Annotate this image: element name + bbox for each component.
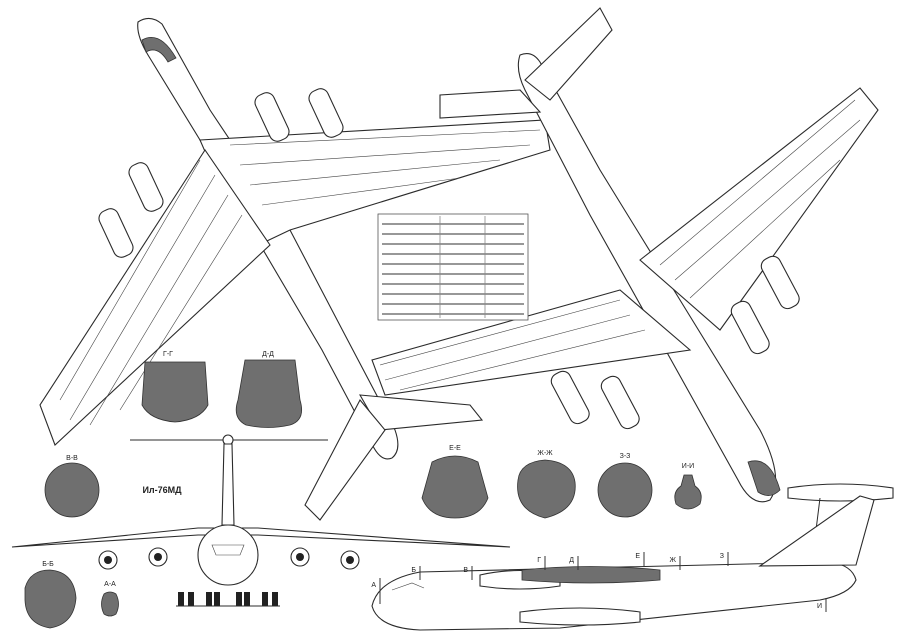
svg-text:В-В: В-В xyxy=(66,455,78,462)
marker-g: Г xyxy=(537,557,541,564)
svg-text:А-А: А-А xyxy=(104,581,116,588)
marker-a: А xyxy=(371,582,376,589)
svg-text:Д-Д: Д-Д xyxy=(262,351,274,358)
section-d-d: Д-Д xyxy=(235,351,303,428)
bottom-view-aircraft xyxy=(371,7,879,503)
svg-text:Е-Е: Е-Е xyxy=(449,445,461,452)
top-view-aircraft xyxy=(39,17,551,521)
section-e-e: Е-Е xyxy=(421,445,489,519)
marker-e: Е xyxy=(635,553,640,560)
section-v-v: В-В xyxy=(44,455,100,518)
svg-text:Ж-Ж: Ж-Ж xyxy=(537,450,553,457)
marker-i: И xyxy=(817,603,822,610)
marker-d: Д xyxy=(569,557,574,564)
svg-text:З-З: З-З xyxy=(620,453,631,460)
svg-text:И-И: И-И xyxy=(682,463,694,470)
svg-text:Б-Б: Б-Б xyxy=(42,561,54,568)
marker-b: Б xyxy=(411,567,416,574)
side-view-markers: А Б В Г Д Е Ж З И xyxy=(371,553,822,610)
section-b-b: Б-Б xyxy=(24,561,77,629)
specification-table xyxy=(377,213,529,321)
side-view-aircraft xyxy=(371,483,894,631)
svg-text:Г-Г: Г-Г xyxy=(163,351,173,358)
marker-z: З xyxy=(720,553,724,560)
aircraft-designation: Ил-76МД xyxy=(142,485,182,495)
section-g-g: Г-Г xyxy=(141,351,209,423)
section-a-a: А-А xyxy=(101,581,119,617)
section-zh-zh: Ж-Ж xyxy=(517,450,576,519)
marker-v: В xyxy=(463,567,468,574)
front-view-aircraft xyxy=(11,434,511,607)
section-z-z: З-З xyxy=(597,453,653,518)
section-i-i: И-И xyxy=(674,463,702,510)
marker-zh: Ж xyxy=(670,557,677,564)
